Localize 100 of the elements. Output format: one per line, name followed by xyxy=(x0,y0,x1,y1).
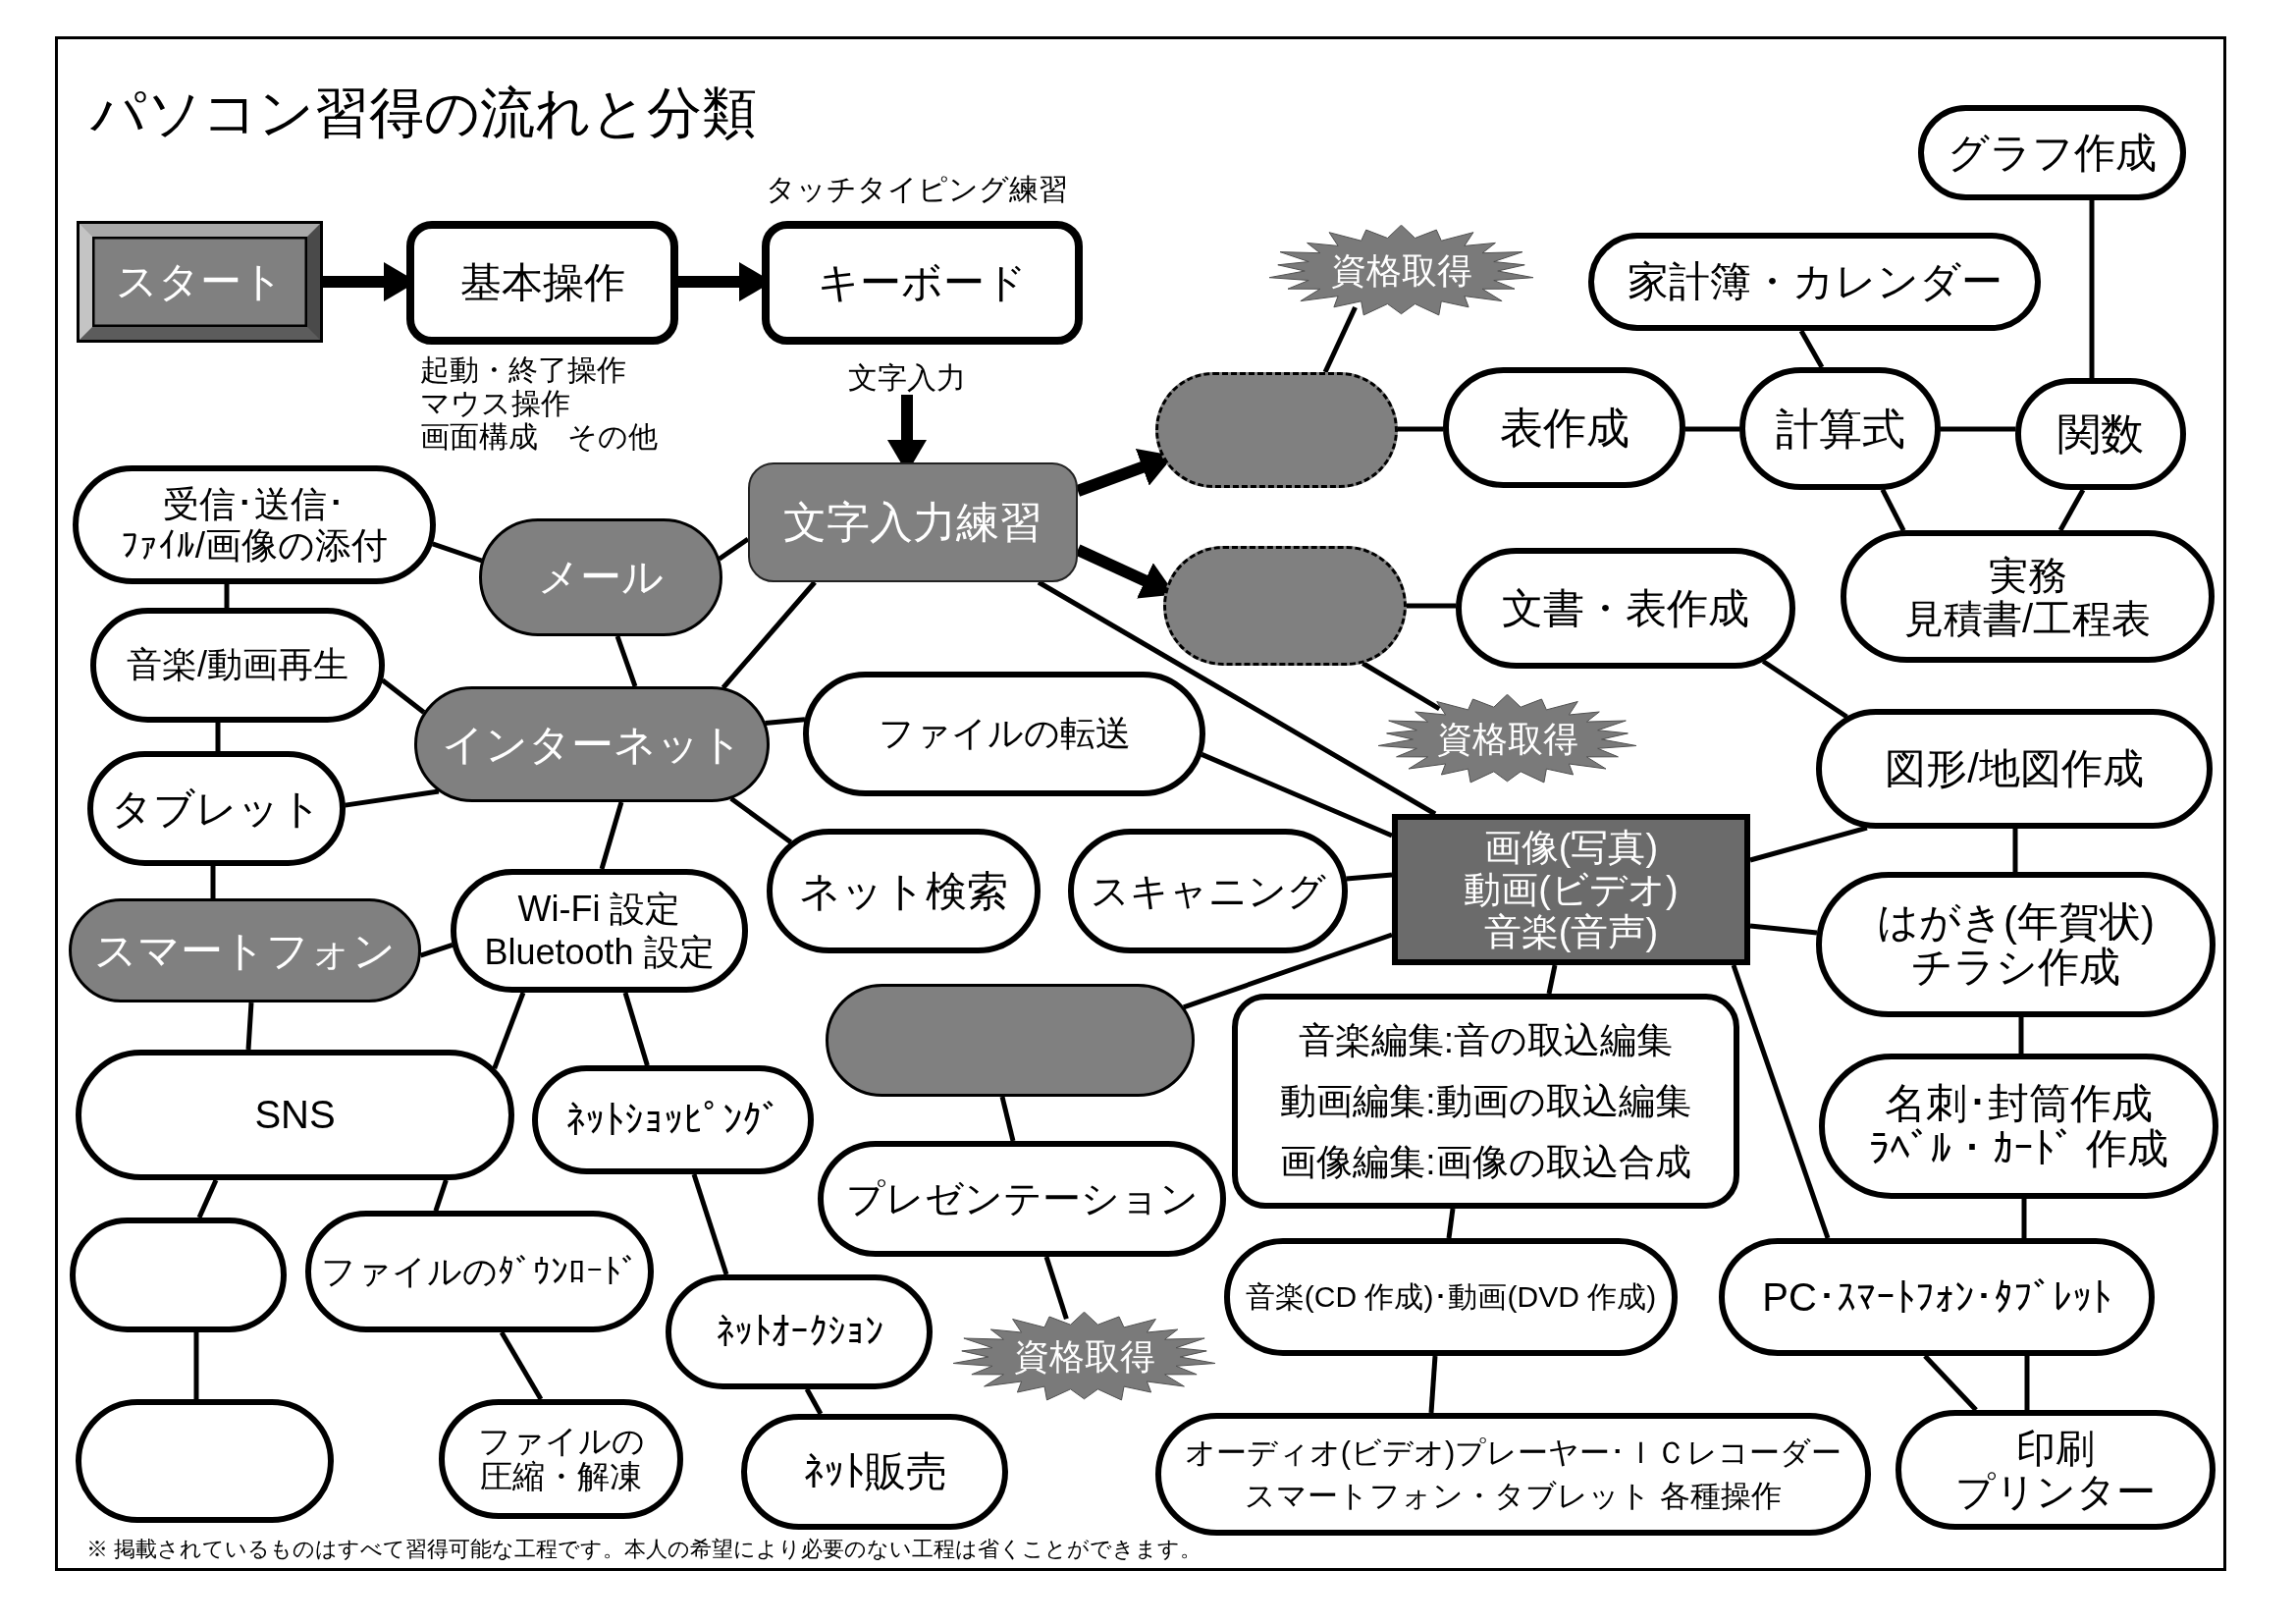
connector-line xyxy=(492,992,526,1069)
starburst-node xyxy=(1267,225,1535,317)
node-text: 実務 xyxy=(1988,553,2067,597)
rounded-box xyxy=(1232,994,1739,1209)
connector-line xyxy=(1183,932,1393,1010)
bevel-block xyxy=(77,221,323,343)
node-text: 画像編集:画像の取込合成 xyxy=(1280,1140,1691,1184)
node-text: 受信･送信･ﾌｧｲﾙ/画像の添付 xyxy=(120,483,389,567)
node-text: プリンター xyxy=(1955,1470,2156,1513)
node-text: 基本操作 xyxy=(459,259,625,306)
node-text: キーボード xyxy=(818,259,1027,306)
connector-line xyxy=(1362,661,1441,711)
node-text: 表作成 xyxy=(1499,403,1629,453)
node-text: 画像(写真) xyxy=(1483,826,1659,869)
connector-line xyxy=(1037,579,1437,817)
node-text: ﾈｯﾄｼｮｯﾋﾟﾝｸﾞ xyxy=(564,1098,781,1142)
node-note: タッチタイピング練習 xyxy=(766,173,1068,205)
footnote: ※ 掲載されているものはすべて習得可能な工程です。本人の希望により必要のない工程は省くことができます。 xyxy=(86,1538,1202,1562)
media-box xyxy=(1392,814,1750,965)
connector-line xyxy=(345,788,440,808)
connector-line xyxy=(224,584,230,608)
node-text: 音楽/動画再生 xyxy=(127,645,348,685)
node-text: 動画(ビデオ) xyxy=(1464,868,1679,911)
connector-line xyxy=(433,1179,449,1212)
connector-line xyxy=(729,796,793,844)
node-text: PC･ｽﾏｰﾄﾌｫﾝ･ﾀﾌﾞﾚｯﾄ xyxy=(1762,1274,2111,1320)
connector-line xyxy=(1446,1208,1456,1239)
starburst-node xyxy=(951,1312,1217,1402)
step-caption: 文字入力 xyxy=(846,359,968,395)
node-text: 音楽(音声) xyxy=(1483,910,1659,953)
node-text: SNS xyxy=(254,1093,336,1137)
node-text: 資格取得 xyxy=(1330,250,1472,292)
node-text: タブレット xyxy=(111,785,322,832)
step-box xyxy=(406,221,678,345)
connector-line xyxy=(2018,1017,2024,1054)
connector-line xyxy=(419,943,454,958)
node-text: スタート xyxy=(116,258,284,305)
connector-line xyxy=(804,1387,824,1416)
node-text: ファイルの圧縮・解凍 xyxy=(477,1424,645,1494)
connector-line xyxy=(1880,488,1906,532)
connector-line xyxy=(1761,659,1848,720)
node-text: ネット検索 xyxy=(799,868,1008,914)
connector-line xyxy=(691,1173,729,1275)
node-note: マウス操作 xyxy=(420,387,570,419)
node-text: 印刷 xyxy=(2016,1427,2095,1470)
node-text: ﾈｯﾄ販売 xyxy=(802,1448,947,1495)
connector-line xyxy=(1749,825,1868,863)
node-text: ファイルのﾀﾞｳﾝﾛｰﾄﾞ xyxy=(320,1252,639,1291)
connector-line xyxy=(721,580,817,690)
connector-line xyxy=(2012,829,2018,872)
node-text: メール xyxy=(538,554,664,601)
connector-line xyxy=(215,723,221,751)
connector-line xyxy=(196,1179,219,1218)
node-note: 画面構成 その他 xyxy=(420,420,658,453)
node-text: スマートフォン xyxy=(94,926,396,975)
connector-line xyxy=(1322,305,1358,374)
node-text: はがき(年賀状) xyxy=(1877,899,2155,945)
connector-line xyxy=(1546,964,1558,995)
node-text: ﾗﾍﾞﾙ・ｶｰﾄﾞ 作成 xyxy=(1868,1126,2169,1171)
connector-line xyxy=(1684,426,1740,432)
connector-line xyxy=(1201,752,1393,839)
node-text: プレゼンテーション xyxy=(845,1177,1199,1220)
node-text: 音楽(CD 作成)･動画(DVD 作成) xyxy=(1245,1280,1657,1314)
dashed-pill xyxy=(1163,546,1407,666)
connector-line xyxy=(765,717,806,726)
node-text: グラフ作成 xyxy=(1948,130,2157,176)
connector-line xyxy=(1731,964,1831,1239)
connector-line xyxy=(718,536,750,562)
node-text: Bluetooth 設定 xyxy=(484,931,715,974)
connector-line xyxy=(1346,872,1393,882)
diagram-title: パソコン習得の流れと分類 xyxy=(90,82,757,143)
connector-line xyxy=(2089,200,2095,378)
connector-line xyxy=(999,1096,1016,1142)
node-text: 資格取得 xyxy=(1436,719,1578,760)
node-text: 計算式 xyxy=(1775,404,1905,454)
connector-line xyxy=(381,677,426,715)
connector-line xyxy=(1397,426,1444,432)
node-text: 名刺･封筒作成 xyxy=(1885,1081,2153,1126)
node-text: 見積書/工程表 xyxy=(1903,596,2152,640)
connector-line xyxy=(193,1332,199,1399)
practice-box xyxy=(748,462,1078,582)
node-text: 関数 xyxy=(2057,409,2144,459)
connector-line xyxy=(1043,1256,1069,1321)
node-text: ﾈｯﾄｵｰｸｼｮﾝ xyxy=(715,1311,883,1353)
connector-line xyxy=(622,992,650,1066)
connector-line xyxy=(2057,488,2086,532)
connector-line xyxy=(1923,1354,1978,1412)
connector-line xyxy=(431,541,483,564)
connector-line xyxy=(2024,1356,2030,1410)
connector-line xyxy=(210,866,216,898)
starburst-node xyxy=(1376,694,1638,785)
node-text: Wi-Fi 設定 xyxy=(517,888,681,931)
node-text: 動画編集:動画の取込編集 xyxy=(1280,1079,1691,1123)
connector-line xyxy=(1407,603,1457,609)
connector-line xyxy=(1749,923,1818,936)
connector-line xyxy=(1428,1355,1438,1414)
connector-line xyxy=(614,635,638,687)
connector-line xyxy=(1798,329,1825,369)
node-text: チラシ作成 xyxy=(1911,945,2120,990)
node-text: スマートフォン・タブレット 各種操作 xyxy=(1245,1477,1782,1515)
